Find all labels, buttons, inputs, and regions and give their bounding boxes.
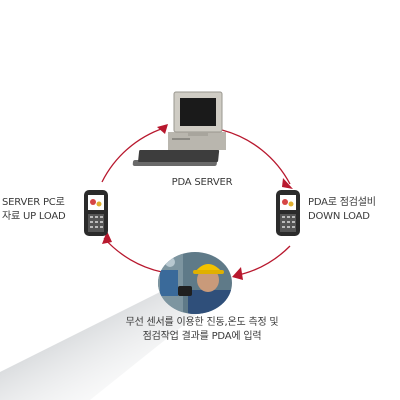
handheld-pda-icon-left (84, 190, 108, 236)
download-label-line2: DOWN LOAD (308, 211, 370, 222)
download-label-line1: PDA로 점검설비 (308, 197, 376, 208)
desktop-computer-icon (132, 91, 226, 166)
arc-upload-to-server (101, 127, 165, 183)
arc-server-to-download (221, 129, 291, 185)
arrowhead-download (282, 178, 293, 189)
shadow-wedge (0, 292, 200, 400)
arrowhead-upload (102, 231, 112, 244)
download-label: PDA로 점검설비 DOWN LOAD (308, 196, 376, 224)
server-label-text: PDA SERVER (171, 177, 233, 188)
field-work-label-line1: 무선 센서를 이용한 진동,온도 측정 및 (125, 317, 279, 328)
arrowheads (102, 124, 293, 280)
arc-download-to-field (233, 245, 291, 277)
field-work-label-line2: 점검작업 결과를 PDA에 입력 (142, 331, 262, 342)
upload-label: SERVER PC로 자료 UP LOAD (2, 196, 66, 224)
arrowhead-field (232, 267, 243, 280)
arc-field-to-upload (103, 237, 163, 273)
handheld-pda-icon-right (276, 190, 300, 236)
upload-label-line2: 자료 UP LOAD (2, 211, 66, 222)
field-work-label: 무선 센서를 이용한 진동,온도 측정 및 점검작업 결과를 PDA에 입력 (102, 316, 302, 344)
field-worker-photo (158, 252, 232, 314)
server-label: PDA SERVER (162, 176, 242, 190)
arrowhead-server (157, 124, 168, 134)
upload-label-line1: SERVER PC로 (2, 197, 65, 208)
